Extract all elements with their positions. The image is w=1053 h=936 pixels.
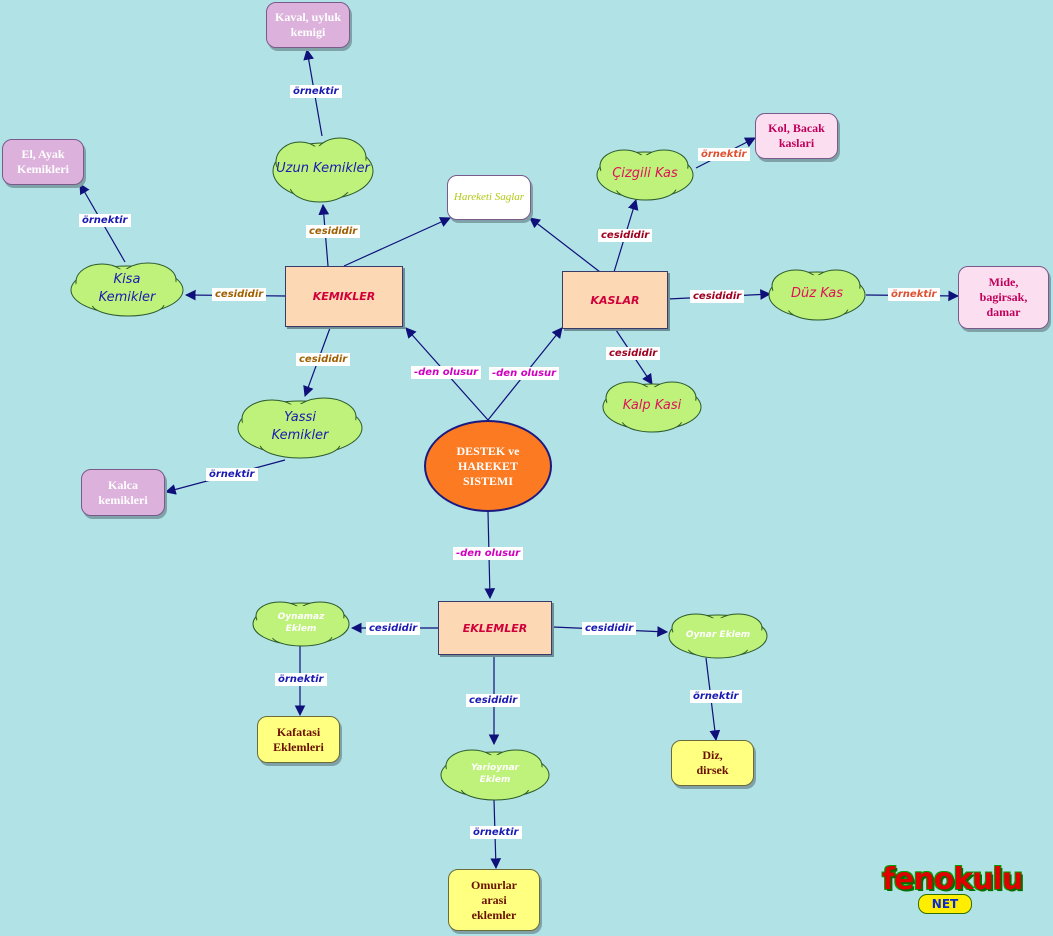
cloud-shape xyxy=(237,397,363,459)
center-node[interactable]: DESTEK ve HAREKET SISTEMI xyxy=(424,420,552,512)
edge-label-cesididir: cesididir xyxy=(466,694,521,707)
el-ayak-label: El, Ayak Kemikleri xyxy=(17,147,69,176)
edge-label-den-olusur: -den olusur xyxy=(411,366,482,379)
mide-label: Mide, bagirsak, damar xyxy=(979,275,1028,319)
oynamaz-eklem-cloud[interactable]: Oynamaz Eklem xyxy=(250,598,352,648)
kol-bacak-node[interactable]: Kol, Bacak kaslari xyxy=(755,113,838,159)
edge-label-cesididir: cesididir xyxy=(212,288,267,301)
kalp-kasi-cloud[interactable]: Kalp Kasi xyxy=(600,378,704,434)
cloud-shape xyxy=(70,262,184,317)
cloud-shape xyxy=(602,381,702,433)
edge-label-cesididir: cesididir xyxy=(582,622,637,635)
cloud-shape xyxy=(440,749,550,801)
cloud-shape xyxy=(768,269,866,321)
kafatasi-node[interactable]: Kafatasi Eklemleri xyxy=(257,716,340,763)
kaslar-label: KASLAR xyxy=(590,293,640,307)
yassi-kemikler-label: Yassi Kemikler xyxy=(271,410,329,443)
kisa-kemikler-cloud[interactable]: Kisa Kemikler xyxy=(68,260,186,318)
kisa-kemikler-label: Kisa Kemikler xyxy=(98,272,156,305)
hareket-label: Hareketi Saglar xyxy=(453,191,525,203)
yassi-kemikler-cloud[interactable]: Yassi Kemikler xyxy=(234,394,366,460)
mide-node[interactable]: Mide, bagirsak, damar xyxy=(958,266,1049,329)
omurlar-node[interactable]: Omurlar arasi eklemler xyxy=(448,869,540,931)
edge-label-cesididir: cesididir xyxy=(606,347,661,360)
edge-label-ornektir: örnektir xyxy=(888,288,940,301)
edge-label-ornektir: örnektir xyxy=(690,690,742,703)
omurlar-label: Omurlar arasi eklemler xyxy=(471,877,517,922)
cloud-shape xyxy=(252,601,350,647)
oynar-eklem-label: Oynar Eklem xyxy=(685,630,751,640)
edge-label-ornektir: örnektir xyxy=(698,148,750,161)
eklemler-node[interactable]: EKLEMLER xyxy=(438,601,552,655)
kaval-node[interactable]: Kaval, uyluk kemigi xyxy=(266,2,350,48)
edge-label-den-olusur: -den olusur xyxy=(453,547,524,560)
edge-label-cesididir: cesididir xyxy=(306,225,361,238)
edge-label-ornektir: örnektir xyxy=(275,673,327,686)
edge-label-ornektir: örnektir xyxy=(79,214,131,227)
edge-label-den-olusur: -den olusur xyxy=(489,367,560,380)
center-label: DESTEK ve HAREKET SISTEMI xyxy=(456,443,520,488)
yarioynar-eklem-cloud[interactable]: Yarioynar Eklem xyxy=(438,746,552,802)
oynamaz-eklem-label: Oynamaz Eklem xyxy=(277,612,325,634)
kalp-kasi-label: Kalp Kasi xyxy=(622,398,682,413)
edge-label-ornektir: örnektir xyxy=(470,826,522,839)
kemikler-label: KEMIKLER xyxy=(312,290,376,303)
uzun-kemikler-cloud[interactable]: Uzun Kemikler xyxy=(270,134,376,204)
edge-label-ornektir: örnektir xyxy=(290,85,342,98)
cizgili-kas-label: Çizgili Kas xyxy=(612,166,678,181)
edge-label-cesididir: cesididir xyxy=(598,229,653,242)
el-ayak-node[interactable]: El, Ayak Kemikleri xyxy=(2,139,84,185)
oynar-eklem-cloud[interactable]: Oynar Eklem xyxy=(666,610,770,660)
kalca-node[interactable]: Kalca kemikleri xyxy=(81,469,165,516)
kol-bacak-label: Kol, Bacak kaslari xyxy=(768,121,825,150)
kemikler-node[interactable]: KEMIKLER xyxy=(285,266,403,327)
kaval-label: Kaval, uyluk kemigi xyxy=(274,10,342,39)
uzun-kemikler-label: Uzun Kemikler xyxy=(276,161,370,176)
hareket-node[interactable]: Hareketi Saglar xyxy=(447,175,531,220)
edge-label-cesididir: cesididir xyxy=(366,622,421,635)
diz-label: Diz, dirsek xyxy=(696,748,729,777)
cizgili-kas-cloud[interactable]: Çizgili Kas xyxy=(594,146,696,202)
eklemler-label: EKLEMLER xyxy=(462,621,528,635)
edge-label-cesididir: cesididir xyxy=(296,353,351,366)
fenokulu-logo[interactable]: fenokulu NET xyxy=(882,862,1023,918)
cloud-shape xyxy=(668,613,768,659)
edge-label-ornektir: örnektir xyxy=(206,468,258,481)
duz-kas-cloud[interactable]: Düz Kas xyxy=(766,266,868,322)
cloud-shape xyxy=(596,149,694,201)
kalca-label: Kalca kemikleri xyxy=(98,477,148,507)
logo-word: fenokulu xyxy=(882,862,1023,897)
kafatasi-label: Kafatasi Eklemleri xyxy=(273,724,324,754)
diz-node[interactable]: Diz, dirsek xyxy=(671,740,754,786)
yarioynar-eklem-label: Yarioynar Eklem xyxy=(470,763,519,785)
cloud-shape xyxy=(272,137,374,203)
logo-net: NET xyxy=(918,894,972,914)
edge-label-cesididir: cesididir xyxy=(690,290,745,303)
kaslar-node[interactable]: KASLAR xyxy=(562,271,668,329)
duz-kas-label: Düz Kas xyxy=(790,286,843,301)
